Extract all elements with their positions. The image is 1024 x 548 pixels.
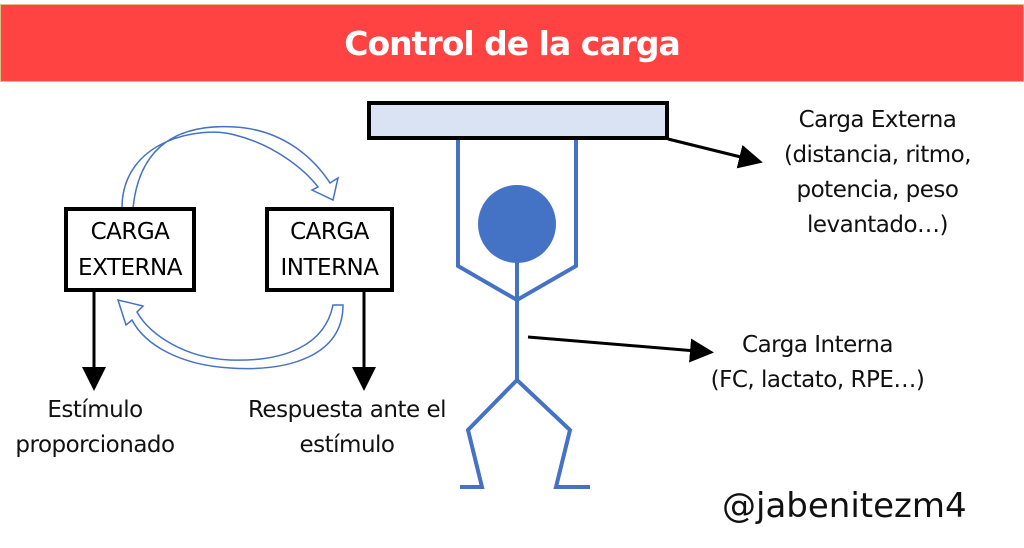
arrow-to-external-label xyxy=(667,137,763,169)
weight-bar xyxy=(367,101,669,140)
cycle-arrow-top xyxy=(121,125,340,209)
title-bar: Control de la carga xyxy=(0,4,1024,82)
outcome-line: estímulo xyxy=(299,432,396,458)
cycle-arrow-bottom xyxy=(116,298,344,370)
label-line: Carga Externa xyxy=(798,107,957,133)
author-handle: @jabenitezm4 xyxy=(722,486,967,526)
label-line: (distancia, ritmo, xyxy=(783,142,972,168)
label-carga-interna: Carga Interna (FC, lactato, RPE…) xyxy=(700,328,935,398)
outcome-line: Respuesta ante el xyxy=(247,397,447,423)
label-carga-externa: Carga Externa (distancia, ritmo, potenci… xyxy=(760,103,995,243)
box-label: INTERNA xyxy=(280,254,380,281)
label-line: potencia, peso xyxy=(796,177,959,203)
outcome-external: Estímulo proporcionado xyxy=(0,393,190,463)
page-title: Control de la carga xyxy=(344,23,680,63)
outcome-line: proporcionado xyxy=(15,432,175,458)
box-label: CARGA xyxy=(90,218,170,245)
box-label: EXTERNA xyxy=(78,254,182,281)
box-carga-interna: CARGA INTERNA xyxy=(265,207,394,292)
figure-head xyxy=(478,185,556,263)
label-line: Carga Interna xyxy=(742,332,893,358)
arrow-to-internal-label xyxy=(527,335,714,363)
label-line: (FC, lactato, RPE…) xyxy=(710,367,925,393)
box-label: CARGA xyxy=(290,218,369,245)
label-line: levantado…) xyxy=(806,212,949,238)
outcome-internal: Respuesta ante el estímulo xyxy=(232,393,462,463)
outcome-line: Estímulo xyxy=(47,397,143,423)
stick-figure xyxy=(456,140,590,489)
box-carga-externa: CARGA EXTERNA xyxy=(64,207,196,292)
